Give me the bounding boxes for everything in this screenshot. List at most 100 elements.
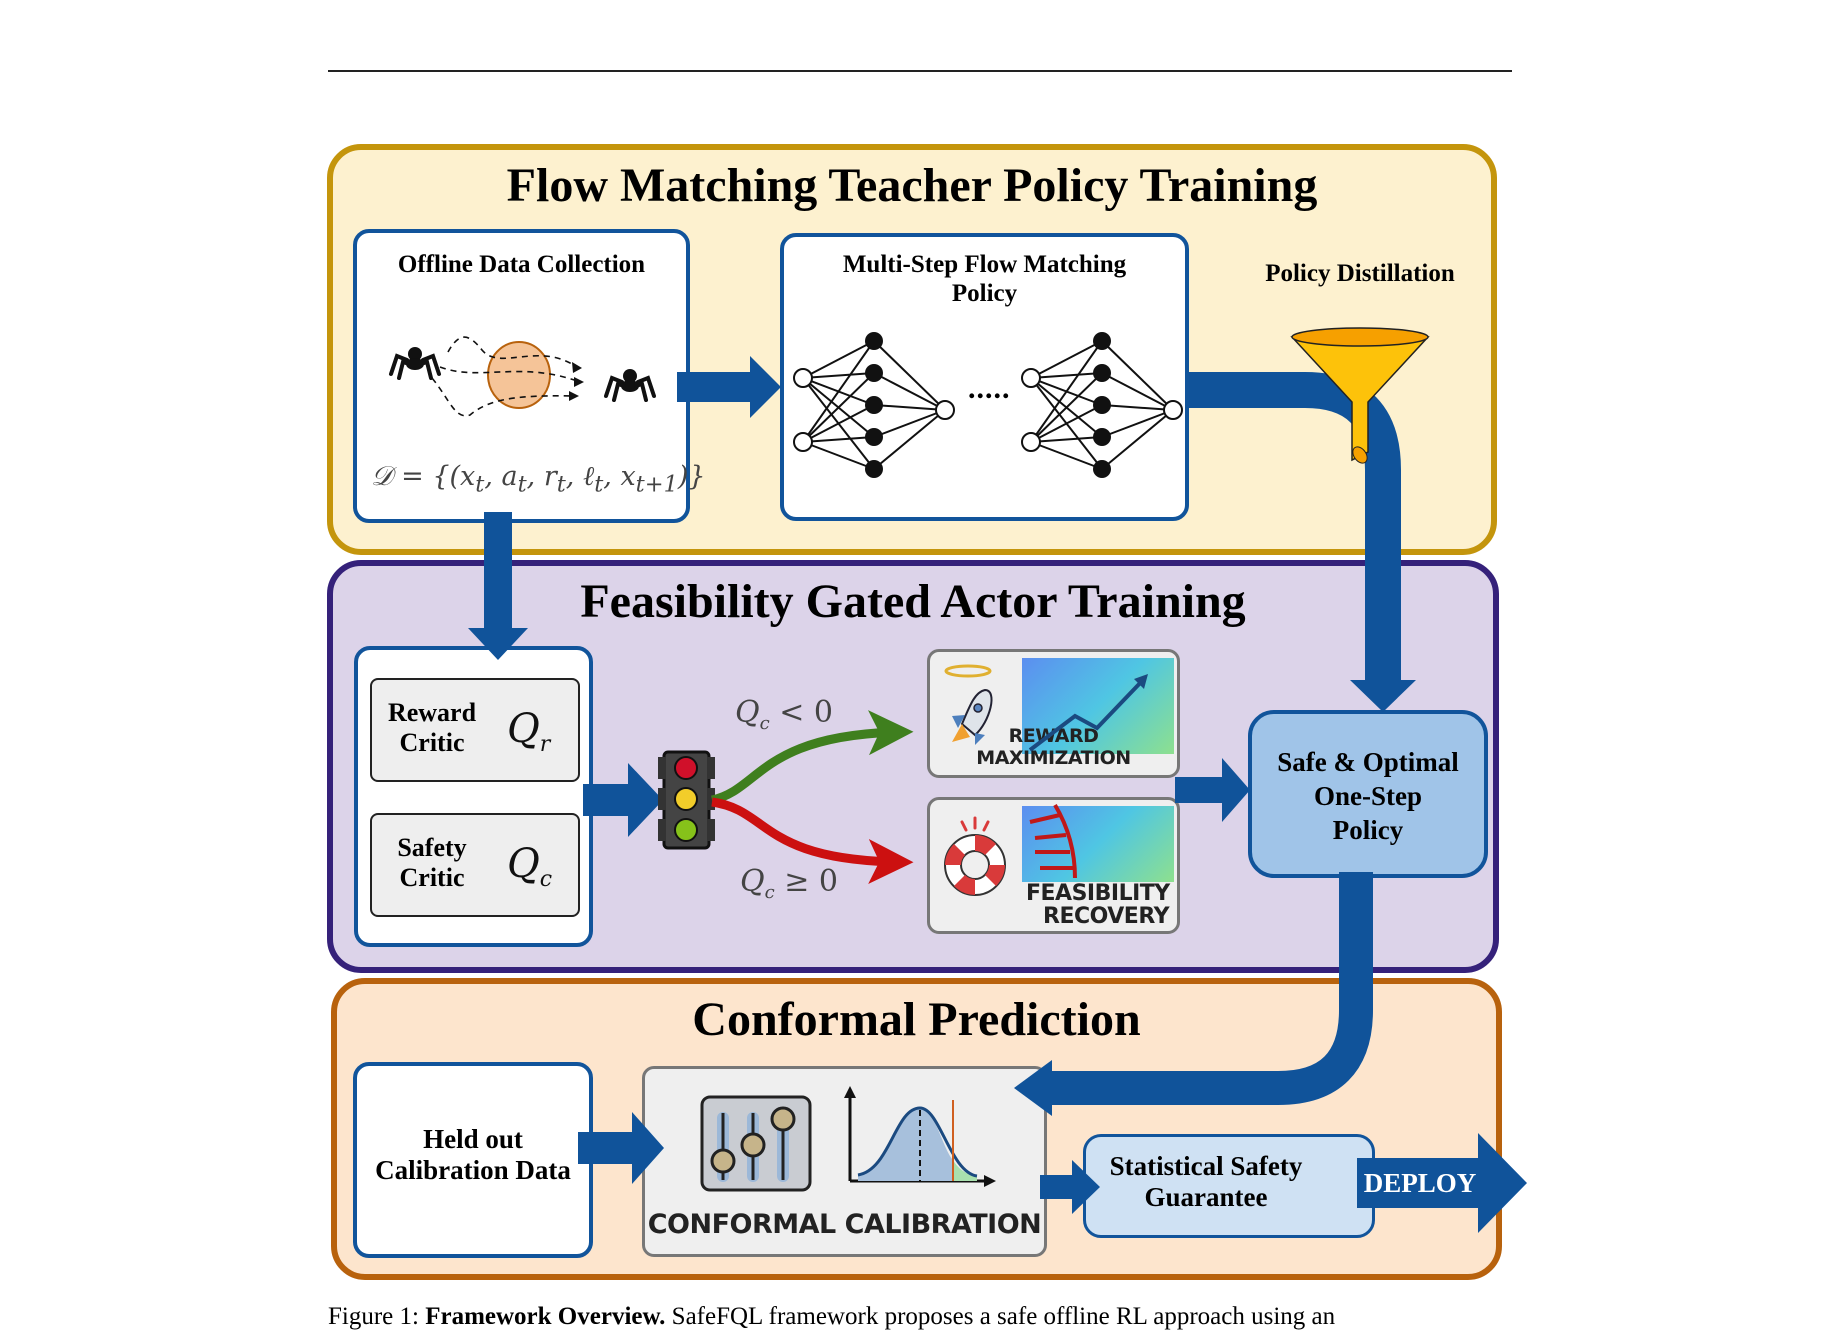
formula-sub: t — [556, 471, 566, 498]
unsafe-branch-arrow — [711, 797, 914, 885]
actor-panel-title: Feasibility Gated Actor Training — [580, 575, 1246, 628]
q-letter: Q — [740, 864, 765, 899]
deploy-arrow[interactable] — [1357, 1133, 1527, 1233]
gate-safe-condition: Qc < 0 — [735, 695, 833, 734]
policy-line2: One-Step — [1314, 780, 1422, 811]
nn-edge — [802, 404, 875, 443]
nn-edge — [1030, 340, 1103, 379]
trend-arrowhead — [1134, 674, 1148, 689]
flow-title-line1: Multi-Step Flow Matching — [842, 251, 1127, 278]
safe-optimal-policy-box: Safe & Optimal One-Step Policy — [1248, 710, 1488, 878]
nn-edge — [1030, 404, 1103, 443]
nn-input-node — [1021, 368, 1041, 388]
q-subscript: c — [764, 882, 775, 903]
formula-sub: t+1 — [635, 471, 678, 498]
nn-edge — [873, 409, 946, 438]
held-out-label: Held out Calibration Data — [357, 1124, 589, 1186]
safety-critic-line2: Critic — [399, 862, 465, 892]
policy-line3: Policy — [1332, 814, 1404, 845]
nn-input-node — [1021, 432, 1041, 452]
arrow-actor-to-policy — [1175, 758, 1250, 822]
flow-title-line2: Policy — [951, 279, 1018, 307]
q-subscript: c — [539, 867, 553, 892]
recovery-arrows — [1029, 803, 1077, 879]
policy-distillation-label: Policy Distillation — [1265, 260, 1455, 287]
guarantee-line1: Statistical Safety — [1109, 1151, 1303, 1181]
distribution-plot-icon — [844, 1086, 996, 1187]
flow-matching-box: Multi-Step Flow Matching Policy ..... — [780, 233, 1189, 521]
lifebuoy-icon — [944, 816, 1006, 896]
offline-data-title: Offline Data Collection — [397, 251, 646, 278]
safe-branch-arrow — [710, 710, 914, 805]
nn-edge — [802, 372, 875, 443]
safety-critic-label: Safety Critic — [382, 833, 482, 893]
dataset-formula: 𝒟 = {(xt, at, rt, ℓt, xt+1)} — [371, 461, 706, 498]
figure-caption: Figure 1: Framework Overview. SafeFQL fr… — [328, 1303, 1335, 1331]
feasibility-line1: FEASIBILITY — [1026, 881, 1170, 906]
nn-hidden-node — [865, 428, 883, 446]
nn-edge — [1101, 340, 1174, 411]
neural-network-2 — [1021, 332, 1183, 478]
nn-input-node — [793, 432, 813, 452]
safety-q-symbol: Qc — [507, 841, 552, 892]
formula-a: a — [501, 461, 518, 492]
guarantee-line2: Guarantee — [1144, 1182, 1268, 1213]
nn-output-node — [1163, 400, 1183, 420]
formula-sub: t — [475, 471, 485, 498]
safe-optimal-policy-label: Safe & Optimal One-Step Policy — [1252, 746, 1484, 847]
nn-input-node — [793, 368, 813, 388]
formula-x: x — [460, 461, 476, 492]
formula-x-next: x — [620, 461, 636, 492]
nn-hidden-node — [1093, 364, 1111, 382]
nn-edge — [873, 409, 946, 470]
nn-edge — [1030, 372, 1103, 379]
reward-critic-label: Reward Critic — [382, 698, 482, 758]
nn-edge — [1030, 441, 1103, 470]
nn-edge — [1030, 436, 1103, 443]
page-top-rule — [328, 70, 1512, 72]
caption-prefix: Figure 1: — [328, 1303, 426, 1330]
nn-edge — [1101, 409, 1174, 438]
neural-network-1 — [793, 332, 955, 478]
conformal-calibration-label: CONFORMAL CALIBRATION — [647, 1209, 1042, 1240]
held-out-line2: Calibration Data — [375, 1155, 571, 1186]
obstacle-region — [487, 341, 551, 409]
formula-l: ℓ — [582, 461, 595, 492]
flow-matching-title: Multi-Step Flow Matching Policy — [784, 251, 1185, 309]
formula-sub: t — [594, 471, 604, 498]
critics-container: Reward Critic Qr Safety Critic Qc — [354, 646, 593, 947]
nn-edge — [1101, 404, 1174, 411]
formula-r: r — [543, 461, 557, 492]
nn-hidden-node — [1093, 396, 1111, 414]
gate-relation: < 0 — [779, 695, 834, 730]
arrow-critics-to-gate — [583, 763, 663, 837]
nn-edge — [802, 340, 875, 379]
feasibility-line2: RECOVERY — [1043, 904, 1169, 930]
formula-sub: t — [517, 471, 527, 498]
gate-relation: ≥ 0 — [784, 864, 839, 899]
nn-edge — [873, 372, 946, 411]
policy-line1: Safe & Optimal — [1277, 747, 1459, 777]
nn-edge — [802, 436, 875, 443]
nn-hidden-node — [865, 396, 883, 414]
arrow-data-to-critics — [468, 512, 528, 660]
nn-hidden-node — [865, 364, 883, 382]
statistical-guarantee-box: Statistical Safety Guarantee — [1083, 1134, 1375, 1238]
statistical-guarantee-label: Statistical Safety Guarantee — [1086, 1151, 1326, 1213]
reward-critic-line1: Reward — [387, 698, 477, 727]
policy-to-conformal-arrowhead — [1014, 1060, 1052, 1116]
nn-hidden-node — [1093, 332, 1111, 350]
arrow-offline-to-flow — [677, 356, 781, 418]
gate-unsafe-condition: Qc ≥ 0 — [740, 864, 838, 903]
q-letter: Q — [507, 841, 540, 887]
policy-to-conformal-pipe — [1040, 872, 1373, 1105]
caption-bold: Framework Overview. — [425, 1303, 666, 1330]
teacher-panel-title: Flow Matching Teacher Policy Training — [506, 159, 1318, 212]
formula-close: )} — [677, 461, 706, 492]
rocket-icon — [944, 664, 993, 745]
reward-trend-line — [1028, 678, 1145, 752]
nn-edge — [873, 340, 946, 411]
held-out-line1: Held out — [423, 1124, 523, 1154]
funnel-icon — [1290, 327, 1430, 464]
